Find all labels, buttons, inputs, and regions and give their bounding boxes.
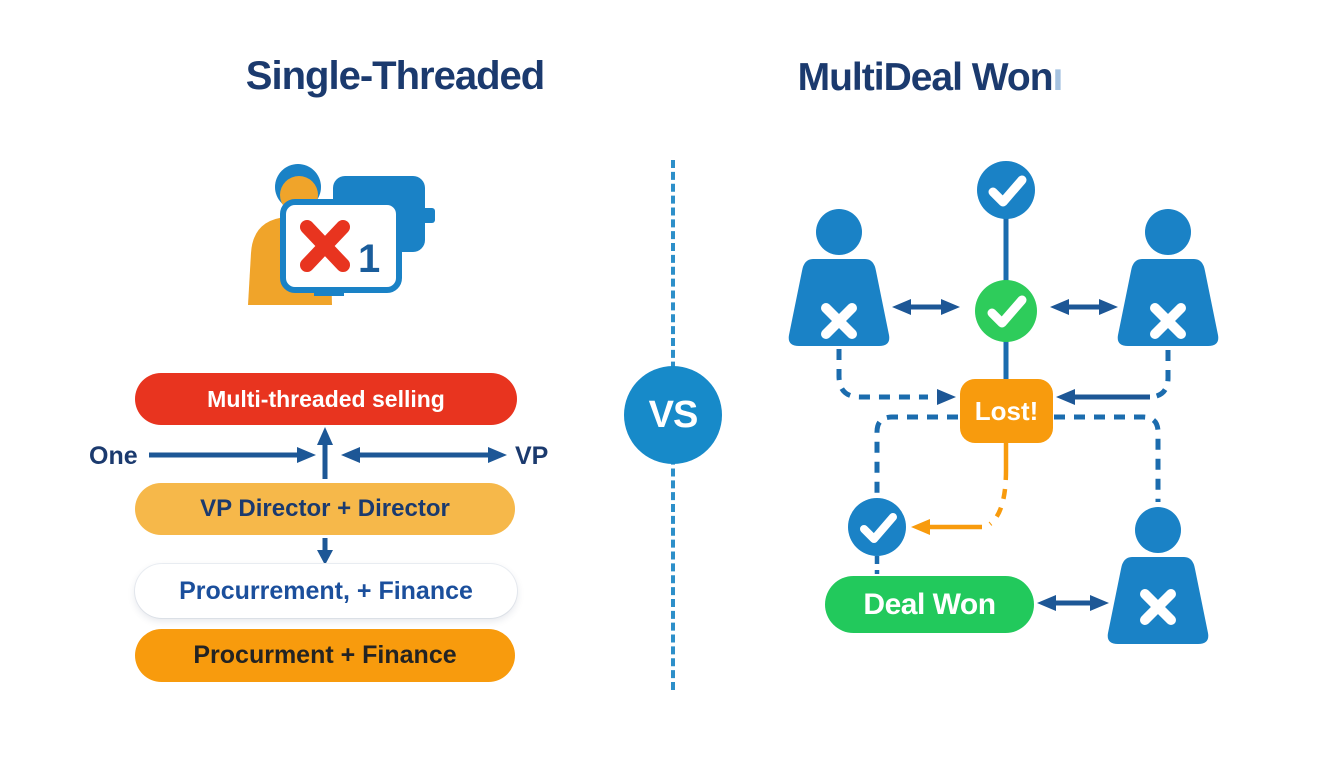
multi-threaded-network <box>788 161 1219 644</box>
arrowhead-into-lost-right <box>1056 389 1075 405</box>
blocked-card-icon <box>280 199 402 293</box>
arrowhead-into-lost-left <box>937 389 956 405</box>
dashed-lost-to-check <box>874 414 958 497</box>
deal-won-pill: Deal Won <box>825 576 1034 633</box>
right-panel-title-tail: ı <box>1052 56 1064 99</box>
vs-badge: VS <box>624 366 722 464</box>
x-mark-icon <box>1150 303 1186 339</box>
arrow-double-left-person-icon <box>892 299 960 315</box>
left-panel-title: Single-Threaded <box>245 54 545 98</box>
orange-arrowhead <box>911 519 930 535</box>
x-mark-icon <box>300 220 350 272</box>
orange-dashed-curve <box>988 469 1009 526</box>
arrow-right-icon <box>149 447 316 463</box>
person-icon <box>1117 209 1219 346</box>
arrow-double-right-person-icon <box>1050 299 1118 315</box>
dashed-left-person-to-lost <box>836 349 928 400</box>
lost-box: Lost! <box>960 379 1053 443</box>
x-mark-icon <box>1140 589 1176 625</box>
person-icon <box>788 209 890 346</box>
x-mark-icon <box>821 303 857 339</box>
dashed-lost-to-bottom-person <box>1054 414 1161 502</box>
single-thread-count: 1 <box>358 237 380 281</box>
chat-screen-tab-icon <box>420 208 435 223</box>
check-icon <box>977 161 1035 219</box>
dashed-right-person-to-lost <box>1151 350 1171 400</box>
right-panel-title: MultiDeal Wonı <box>765 56 1095 100</box>
label-one: One <box>89 442 138 470</box>
vp-director-pill: VP Director + Director <box>135 483 515 535</box>
green-check-icon <box>975 280 1037 342</box>
flow-arrows-row: One VP <box>89 427 548 479</box>
arrow-double-dealwon-person-icon <box>1037 595 1109 611</box>
check-icon <box>848 498 906 556</box>
arrow-down-icon <box>317 538 333 565</box>
arrow-double-icon <box>341 447 507 463</box>
label-vp: VP <box>515 442 548 470</box>
multi-threaded-selling-pill: Multi-threaded selling <box>135 373 517 425</box>
procurement-finance-orange-pill: Procurment + Finance <box>135 629 515 682</box>
right-panel-title-text: MultiDeal Won <box>797 56 1054 99</box>
procurement-finance-white-pill: Procurrement, + Finance <box>135 564 517 618</box>
arrow-up-icon <box>317 427 333 479</box>
person-icon <box>1107 507 1209 644</box>
single-threaded-illustration: 1 <box>248 164 435 305</box>
